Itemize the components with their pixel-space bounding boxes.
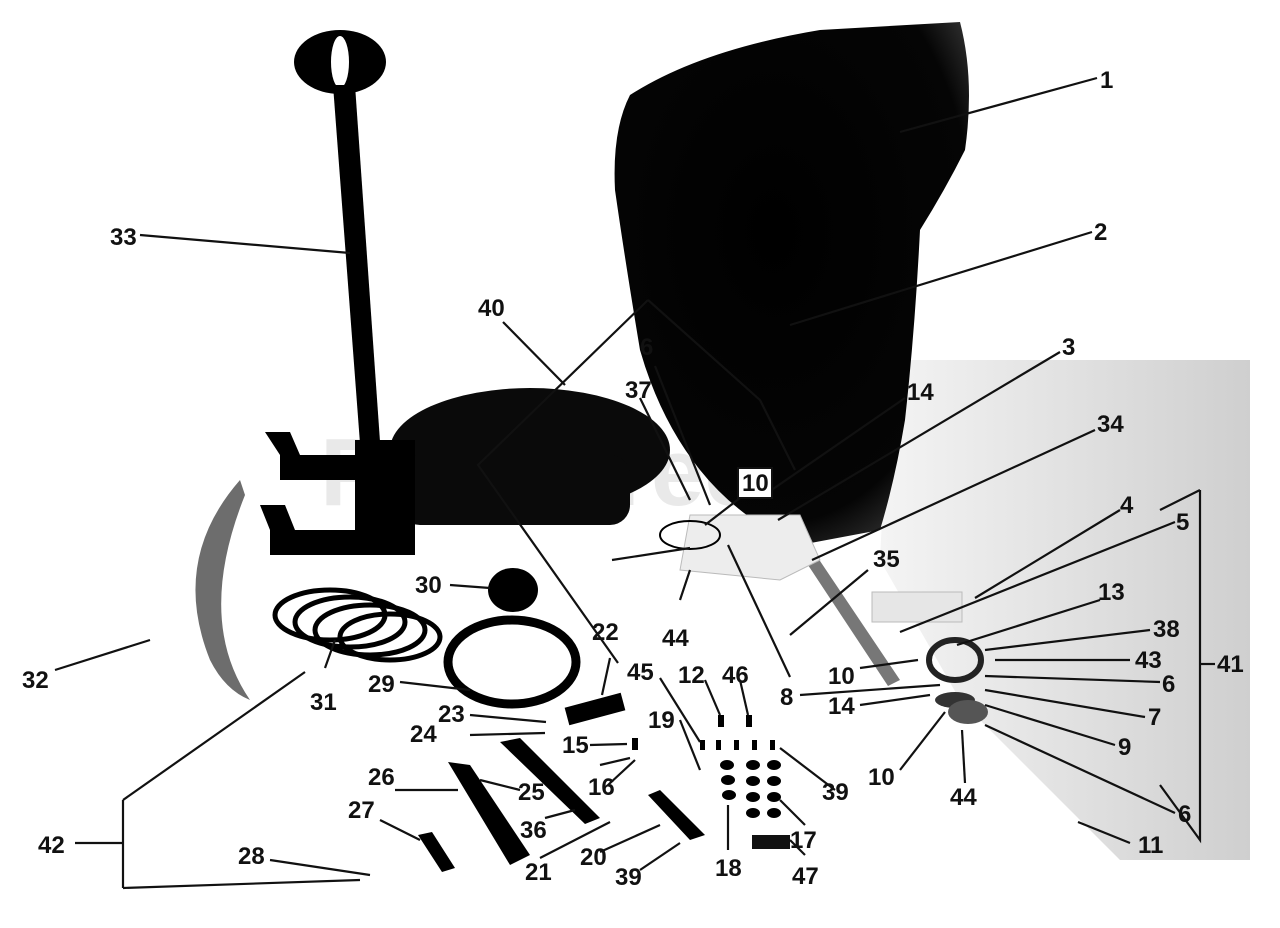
callout-16: 16 — [588, 774, 615, 801]
handle-bar — [333, 85, 382, 470]
callout-15: 15 — [562, 732, 589, 759]
callout-27: 27 — [348, 797, 375, 824]
callout-39-lower: 39 — [615, 864, 642, 891]
washers — [720, 760, 781, 818]
callout-37: 37 — [625, 377, 652, 404]
engine-shroud-base — [400, 455, 630, 525]
callout-10-lower: 10 — [868, 764, 895, 791]
callout-3: 3 — [1062, 334, 1075, 361]
callout-8: 8 — [780, 684, 793, 711]
callout-10-boxed: 10 — [742, 470, 769, 497]
callout-6-right-upper: 6 — [1162, 671, 1175, 698]
handle-grip-hole — [331, 36, 349, 88]
callout-28: 28 — [238, 843, 265, 870]
callout-18: 18 — [715, 855, 742, 882]
callout-13: 13 — [1098, 579, 1125, 606]
spacer-block — [871, 591, 963, 623]
callout-29: 29 — [368, 671, 395, 698]
callout-2: 2 — [1094, 219, 1107, 246]
callout-38: 38 — [1153, 616, 1180, 643]
callout-20: 20 — [580, 844, 607, 871]
wheel-hub — [926, 637, 984, 683]
callout-41: 41 — [1217, 651, 1244, 678]
pad — [752, 835, 790, 849]
callout-46: 46 — [722, 662, 749, 689]
callout-6-center: 6 — [640, 334, 653, 361]
callout-10-box — [737, 467, 773, 499]
callout-44-center: 44 — [662, 625, 689, 652]
callout-34: 34 — [1097, 411, 1124, 438]
callout-45: 45 — [627, 659, 654, 686]
callout-42: 42 — [38, 832, 65, 859]
callout-36: 36 — [520, 817, 547, 844]
hub-cap — [948, 700, 988, 724]
callout-7: 7 — [1148, 704, 1161, 731]
callout-40: 40 — [478, 295, 505, 322]
callout-30: 30 — [415, 572, 442, 599]
callout-22: 22 — [592, 619, 619, 646]
callout-44-right: 44 — [950, 784, 977, 811]
callout-31: 31 — [310, 689, 337, 716]
spring-arm — [500, 738, 600, 824]
callout-14-lower: 14 — [828, 693, 855, 720]
callout-47: 47 — [792, 863, 819, 890]
callout-labels: 1 2 3 14 34 4 5 13 38 43 6 7 9 6 11 41 1… — [22, 67, 1244, 891]
callout-4: 4 — [1120, 492, 1134, 519]
rod — [806, 558, 900, 686]
callout-12: 12 — [678, 662, 705, 689]
deck-edge — [195, 480, 250, 700]
latch-plate — [564, 692, 626, 726]
callout-39-right: 39 — [822, 779, 849, 806]
callout-14-upper: 14 — [907, 379, 934, 406]
leader-lines — [54, 76, 1215, 890]
callout-23: 23 — [438, 701, 465, 728]
callout-5: 5 — [1176, 509, 1189, 536]
callout-24: 24 — [410, 721, 437, 748]
callout-25: 25 — [518, 779, 545, 806]
callout-11: 11 — [1138, 832, 1163, 859]
ring-set — [272, 587, 443, 663]
blade-hub — [679, 514, 821, 581]
callout-9: 9 — [1118, 734, 1131, 761]
callout-6-right-lower: 6 — [1178, 801, 1191, 828]
flat-bar — [648, 790, 705, 840]
guard-plate — [448, 762, 530, 865]
callout-43: 43 — [1135, 647, 1162, 674]
callout-1: 1 — [1100, 67, 1113, 94]
callout-19: 19 — [648, 707, 675, 734]
callout-21: 21 — [525, 859, 552, 886]
handle-base — [355, 440, 415, 555]
callout-32: 32 — [22, 667, 49, 694]
callout-17: 17 — [790, 827, 817, 854]
pulley — [488, 568, 538, 612]
screws — [632, 715, 775, 750]
callout-26: 26 — [368, 764, 395, 791]
drive-belt — [443, 615, 581, 709]
callout-10-right: 10 — [828, 663, 855, 690]
callout-33: 33 — [110, 224, 137, 251]
callout-35: 35 — [873, 546, 900, 573]
small-bracket — [418, 832, 455, 872]
